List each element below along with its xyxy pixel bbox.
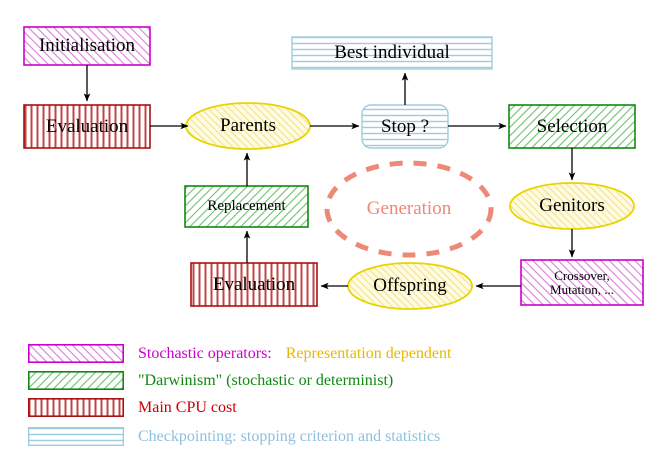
node-shape-crossover[interactable] — [520, 259, 644, 306]
legend-label-checkpointing: Checkpointing: stopping criterion and st… — [138, 427, 441, 445]
legend-row-checkpointing: Checkpointing: stopping criterion and st… — [28, 427, 440, 446]
node-shape-selection[interactable] — [508, 104, 636, 149]
legend-label-darwinism: "Darwinism" (stochastic or determinist) — [138, 371, 394, 389]
legend-swatch-vertical-red — [28, 398, 124, 417]
legend-label-main-cpu-cost: Main CPU cost — [138, 398, 237, 416]
legend-row-main-cpu-cost: Main CPU cost — [28, 398, 237, 417]
node-shape-genitors[interactable] — [509, 182, 635, 230]
node-shape-evaluation-bottom[interactable] — [190, 262, 318, 307]
legend-row-darwinism: "Darwinism" (stochastic or determinist) — [28, 371, 393, 390]
legend-row-stochastic-operators: Stochastic operators: Representation depe… — [28, 344, 451, 363]
node-shape-evaluation-top[interactable] — [23, 104, 151, 149]
node-shape-offspring[interactable] — [347, 262, 473, 310]
legend-swatch-diagonal-up-magenta — [28, 344, 124, 363]
node-shape-generation — [324, 160, 494, 258]
node-shape-parents[interactable] — [185, 102, 311, 150]
legend-label-representation-dependent: Representation dependent — [285, 344, 452, 362]
legend-swatch-horizontal-blue — [28, 427, 124, 446]
legend-label-stochastic-operators: Stochastic operators: Representation depe… — [138, 345, 451, 363]
node-shape-best-individual[interactable] — [291, 36, 493, 70]
node-shape-initialisation[interactable] — [23, 26, 151, 66]
legend-label-stochastic-operators-primary: Stochastic operators: — [138, 344, 272, 362]
node-shape-stop[interactable] — [361, 104, 449, 149]
legend-swatch-diagonal-down-green — [28, 371, 124, 390]
node-shape-replacement[interactable] — [184, 185, 309, 228]
